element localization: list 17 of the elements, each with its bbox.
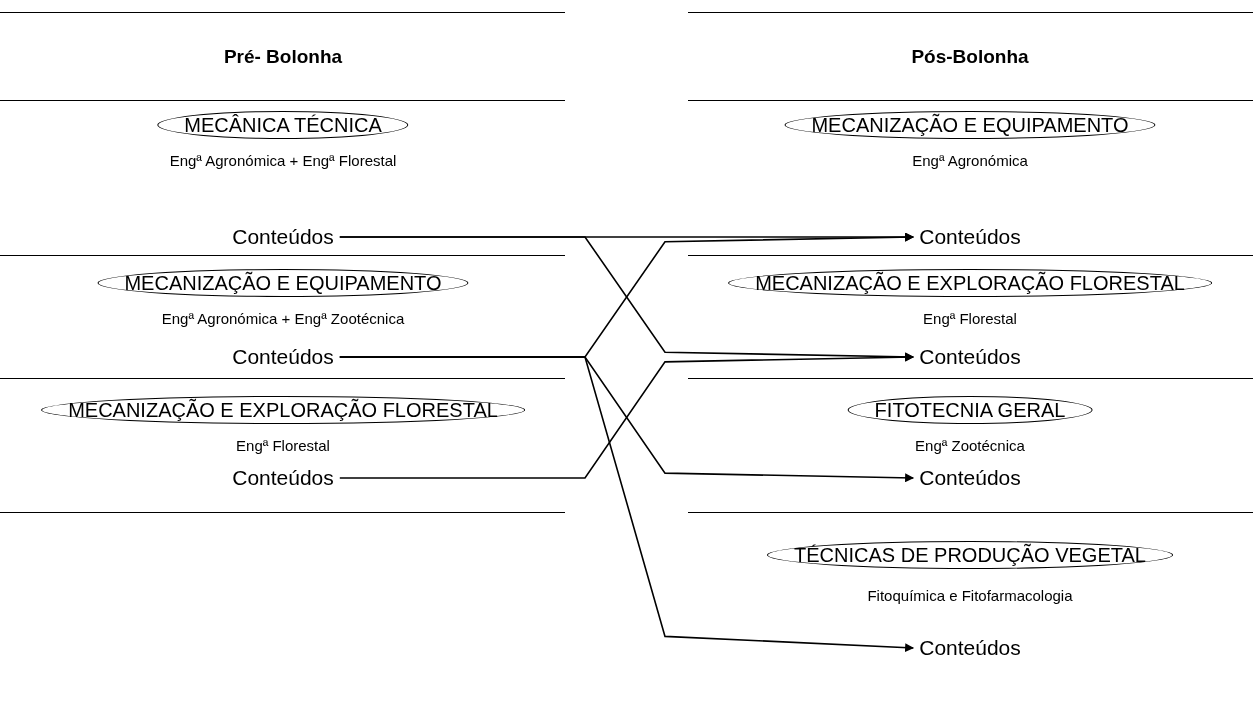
degree-text: Fitoquímica e Fitofarmacologia (867, 586, 1073, 604)
degree-text: Engª Zootécnica (915, 436, 1025, 454)
degree-text: Engª Agronómica (912, 151, 1028, 169)
contents-text: Conteúdos (919, 345, 1021, 369)
contents-text: Conteúdos (919, 466, 1021, 490)
contents-text: Conteúdos (919, 225, 1021, 249)
degree-text: Engª Florestal (236, 436, 330, 454)
column-heading: Pós-Bolonha (911, 46, 1029, 68)
degree-text: Engª Agronómica + Engª Florestal (169, 151, 397, 169)
contents-text: Conteúdos (232, 466, 334, 490)
contents-text: Conteúdos (232, 345, 334, 369)
degree-text: Engª Florestal (923, 309, 1017, 327)
contents-text: Conteúdos (919, 636, 1021, 660)
contents-text: Conteúdos (232, 225, 334, 249)
column-heading: Pré- Bolonha (223, 46, 343, 68)
arrow (339, 356, 915, 653)
degree-text: Engª Agronómica + Engª Zootécnica (161, 309, 405, 327)
